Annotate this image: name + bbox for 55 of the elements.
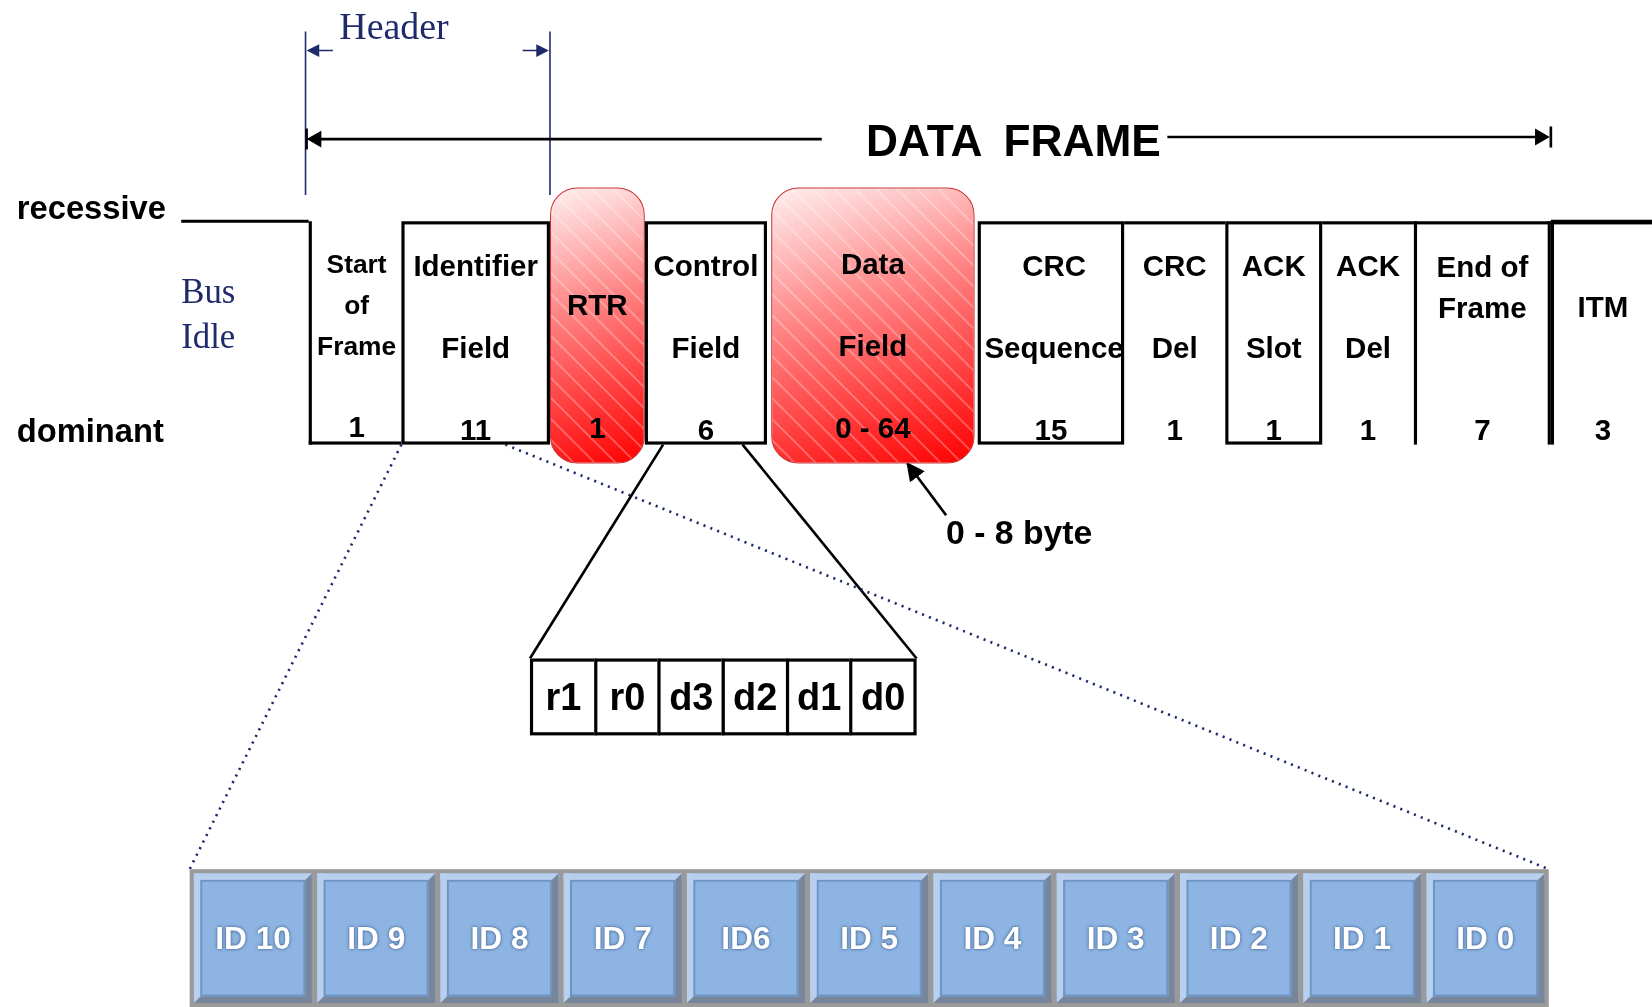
frame-field-box: [1550, 221, 1652, 445]
identifier-bit-cell: ID 8: [440, 873, 559, 1003]
field-name: Identifier Field: [412, 248, 539, 367]
frame-field-box: [644, 221, 767, 445]
identifier-bit-cell: ID 9: [317, 873, 436, 1003]
connector-line: [528, 443, 665, 660]
bit-count: 7: [1473, 413, 1492, 449]
bit-row: [529, 658, 917, 736]
identifier-bit-cell: ID 2: [1179, 873, 1299, 1003]
field-name: ACK Slot: [1240, 248, 1307, 367]
frame-field-box: [308, 221, 402, 445]
bit-count: 1: [1358, 413, 1378, 449]
field-name: RTR: [566, 287, 629, 324]
identifier-bit-cell: ID 10: [193, 873, 313, 1003]
identifier-bit-cell: ID 0: [1426, 873, 1545, 1003]
level-label: recessive: [16, 189, 166, 228]
frame-field-box: [977, 221, 1125, 445]
field-name: End of Frame: [1435, 249, 1530, 327]
field-name: CRC Sequence: [983, 248, 1125, 367]
bit-cell: d0: [849, 658, 917, 736]
state-label: Bus Idle: [181, 271, 237, 358]
field-name: CRC Del: [1141, 248, 1208, 367]
dimension-label: Header: [339, 4, 449, 49]
bit-count: 0 - 64: [834, 410, 912, 447]
highlighted-field-box: [549, 187, 645, 464]
identifier-bit-cell: ID 1: [1302, 873, 1422, 1003]
bit-count: 1: [1165, 413, 1184, 449]
identifier-bit-cell: ID 7: [563, 873, 682, 1003]
arrow: [906, 462, 948, 517]
field-name: ACK Del: [1335, 248, 1401, 367]
bit-count: 3: [1593, 413, 1613, 449]
highlighted-field-box: [771, 187, 975, 464]
bit-count: 11: [459, 413, 493, 449]
bit-count: 1: [588, 410, 607, 447]
dimension-label: DATA FRAME: [866, 115, 1161, 167]
dotted-connector-line: [188, 444, 403, 870]
field-name: ITM: [1576, 289, 1630, 326]
bit-count: 1: [1264, 413, 1283, 449]
field-name: Data Field: [837, 246, 909, 365]
identifier-bit-cell: ID 3: [1056, 873, 1175, 1003]
level-label: dominant: [16, 413, 164, 451]
connector-line: [741, 443, 918, 660]
bit-count: 1: [347, 409, 366, 446]
frame-field-box: [401, 221, 550, 445]
field-name: Start of Frame: [316, 247, 398, 363]
identifier-bit-cell: ID6: [686, 873, 806, 1003]
identifier-bit-cell: ID 4: [933, 873, 1052, 1003]
bit-count: 6: [696, 413, 716, 449]
frame-field-box: [1225, 221, 1323, 445]
annotation-text: 0 - 8 byte: [946, 509, 1096, 555]
bit-count: 15: [1033, 413, 1069, 449]
frame-field-box: [1413, 221, 1551, 445]
identifier-bit-row: [189, 869, 1549, 1007]
field-name: Control Field: [652, 248, 760, 367]
identifier-bit-cell: ID 5: [809, 873, 929, 1003]
